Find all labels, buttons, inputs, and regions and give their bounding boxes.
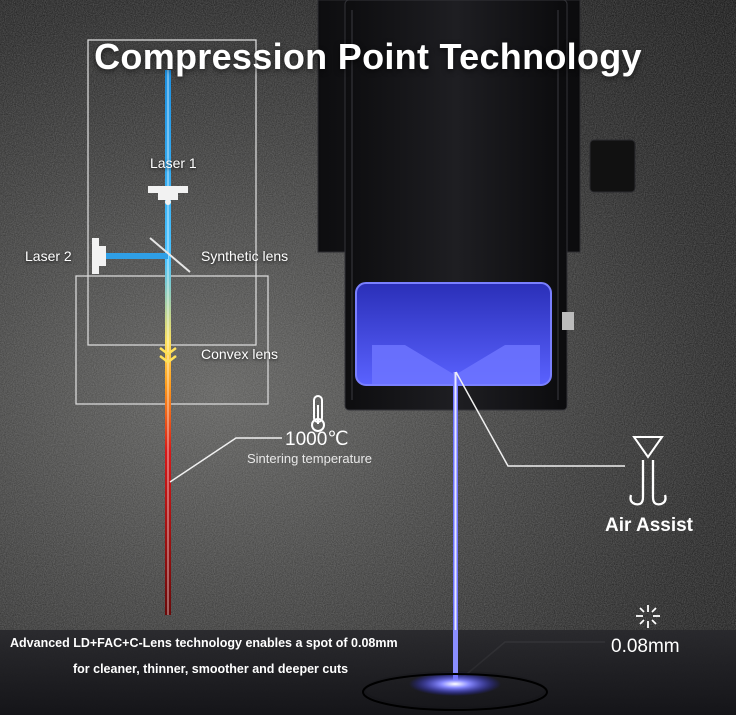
thermometer-icon [311,395,325,432]
page-title: Compression Point Technology [94,36,642,77]
air-assist-callout [455,371,625,467]
optics-schematic [75,39,269,615]
laser-emitter-icon [92,238,106,274]
laser1-label: Laser 1 [150,155,197,171]
temperature-value: 1000℃ [285,429,349,450]
synthetic-lens-label: Synthetic lens [201,248,289,264]
spot-sparkle-icon [636,605,660,628]
laser-emitter-icon [148,186,188,205]
air-assist-label: Air Assist [605,515,693,536]
laser2-label: Laser 2 [25,248,72,264]
convex-lens-label: Convex lens [201,346,279,362]
description-band [0,630,736,715]
temperature-caption: Sintering temperature [247,451,373,466]
laser-module [317,0,636,411]
air-assist-icon [629,436,667,506]
temperature-callout [169,437,282,483]
description-line-2: for cleaner, thinner, smoother and deepe… [73,662,349,676]
spot-size-label: 0.08mm [611,636,680,657]
description-line-1: Advanced LD+FAC+C-Lens technology enable… [10,636,398,650]
